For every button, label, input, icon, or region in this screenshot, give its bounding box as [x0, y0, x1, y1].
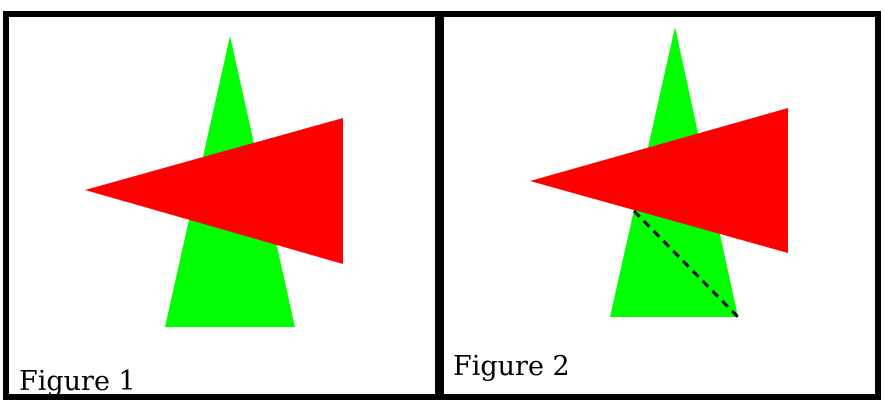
- figure-1-panel: Figure 1: [3, 11, 441, 400]
- figure-2-red-triangle: [530, 108, 788, 253]
- figure-2-caption: Figure 2: [453, 351, 570, 382]
- figure-2-dashed-line: [632, 209, 740, 319]
- figure-1-red-triangle: [85, 118, 343, 264]
- figure-1-caption: Figure 1: [19, 366, 136, 397]
- figure-2-panel: Figure 2: [438, 11, 881, 400]
